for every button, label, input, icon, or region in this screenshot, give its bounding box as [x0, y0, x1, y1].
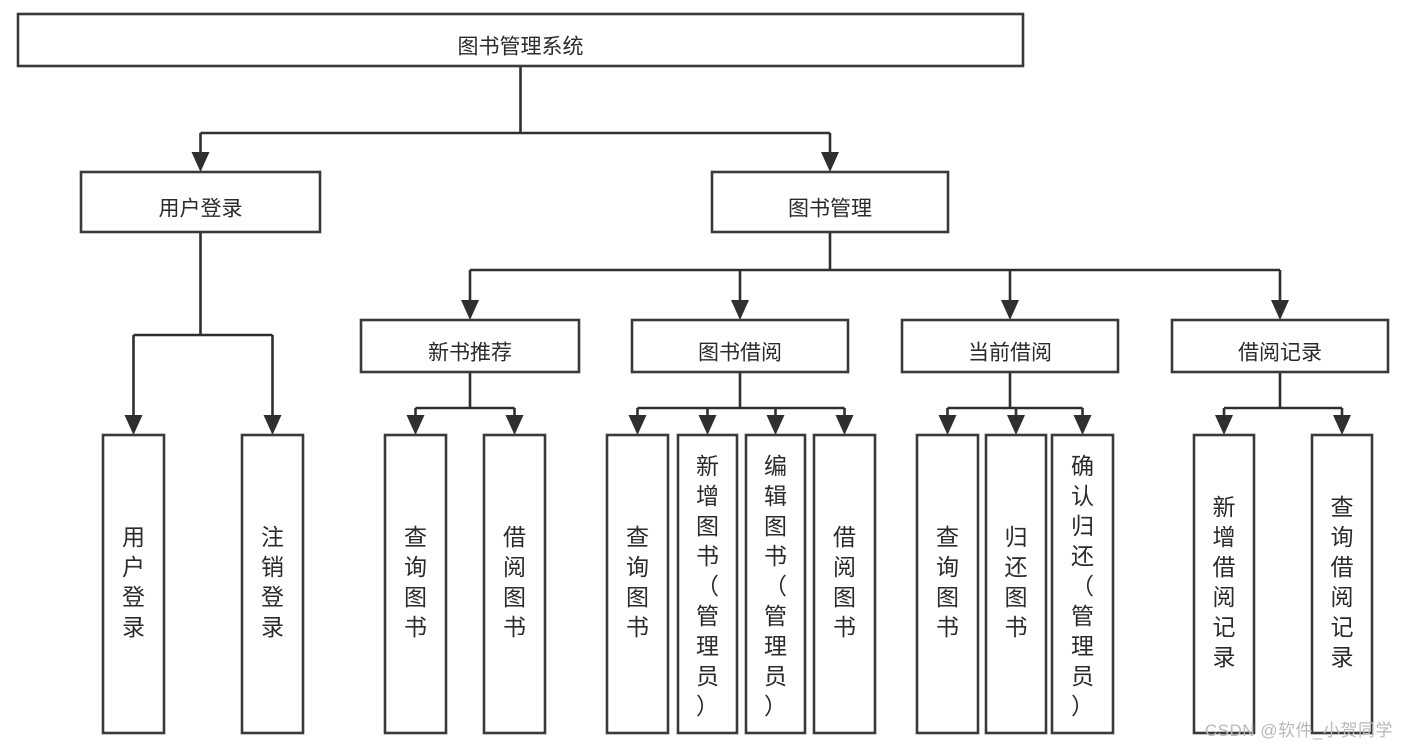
node-box-book-borrow[interactable]: [630, 318, 850, 374]
connector-group-bus-current-borrow: [938, 372, 1092, 435]
node-label-root: 图书管理系统: [458, 36, 584, 59]
node-leaf-edit-book[interactable]: 编辑图书（管理员）: [744, 433, 807, 735]
node-label-leaf-add-book: 新增图书（管理员）: [696, 453, 719, 719]
node-box-root[interactable]: [16, 12, 1025, 68]
node-leaf-borrow-book-1[interactable]: 借阅图书: [482, 433, 547, 735]
node-leaf-user-login[interactable]: 用户登录: [101, 433, 166, 735]
node-book-borrow[interactable]: 图书借阅: [630, 318, 850, 374]
node-leaf-borrow-book-2[interactable]: 借阅图书: [812, 433, 877, 735]
connector-group-bus-root: [191, 66, 839, 172]
node-leaf-confirm-return[interactable]: 确认归还（管理员）: [1050, 433, 1115, 735]
node-label-leaf-borrow-book-2: 借阅图书: [833, 524, 856, 640]
node-leaf-query-book-2[interactable]: 查询图书: [605, 433, 670, 735]
node-label-leaf-user-login: 用户登录: [122, 524, 145, 640]
node-new-book-rec[interactable]: 新书推荐: [359, 318, 581, 374]
node-label-leaf-query-book-2: 查询图书: [626, 524, 649, 640]
node-box-leaf-borrow-book-1[interactable]: [482, 433, 547, 735]
node-label-leaf-confirm-return: 确认归还（管理员）: [1071, 453, 1094, 719]
node-layer: 图书管理系统用户登录图书管理新书推荐图书借阅当前借阅借阅记录用户登录注销登录查询…: [16, 12, 1390, 735]
node-box-leaf-add-book[interactable]: [676, 433, 739, 735]
node-box-leaf-add-record[interactable]: [1192, 433, 1256, 735]
node-box-leaf-query-book-2[interactable]: [605, 433, 670, 735]
node-box-leaf-query-book-1[interactable]: [383, 433, 448, 735]
node-box-current-borrow[interactable]: [900, 318, 1120, 374]
node-label-book-borrow: 图书借阅: [698, 342, 782, 365]
node-label-leaf-add-record: 新增借阅记录: [1213, 494, 1236, 670]
node-box-leaf-user-login[interactable]: [101, 433, 166, 735]
node-label-leaf-borrow-book-1: 借阅图书: [503, 524, 526, 640]
node-box-leaf-query-record[interactable]: [1310, 433, 1374, 735]
node-box-leaf-query-book-3[interactable]: [915, 433, 980, 735]
node-label-borrow-record: 借阅记录: [1238, 342, 1322, 365]
node-label-leaf-query-record: 查询借阅记录: [1331, 494, 1354, 670]
node-leaf-query-book-3[interactable]: 查询图书: [915, 433, 980, 735]
node-label-leaf-query-book-3: 查询图书: [936, 524, 959, 640]
node-leaf-add-record[interactable]: 新增借阅记录: [1192, 433, 1256, 735]
connector-layer: [124, 66, 1351, 435]
node-root[interactable]: 图书管理系统: [16, 12, 1025, 68]
node-leaf-logout-login[interactable]: 注销登录: [240, 433, 305, 735]
node-box-new-book-rec[interactable]: [359, 318, 581, 374]
watermark-label: CSDN @软件_小贺同学: [1204, 721, 1393, 740]
node-leaf-query-record[interactable]: 查询借阅记录: [1310, 433, 1374, 735]
connector-group-bus-user-login: [124, 232, 282, 435]
node-user-login[interactable]: 用户登录: [79, 170, 322, 234]
node-label-current-borrow: 当前借阅: [968, 342, 1052, 365]
connector-group-bus-borrow-record: [1215, 372, 1351, 435]
node-label-leaf-edit-book: 编辑图书（管理员）: [764, 453, 787, 719]
node-box-user-login[interactable]: [79, 170, 322, 234]
node-label-user-login: 用户登录: [159, 198, 243, 221]
node-label-leaf-logout-login: 注销登录: [261, 524, 284, 640]
node-leaf-return-book[interactable]: 归还图书: [984, 433, 1048, 735]
connector-group-bus-new-book-rec: [406, 372, 524, 435]
node-label-leaf-query-book-1: 查询图书: [404, 524, 427, 640]
node-box-leaf-logout-login[interactable]: [240, 433, 305, 735]
node-label-leaf-return-book: 归还图书: [1005, 524, 1028, 640]
connector-group-bus-book-manage: [461, 232, 1289, 320]
node-box-leaf-confirm-return[interactable]: [1050, 433, 1115, 735]
node-box-leaf-return-book[interactable]: [984, 433, 1048, 735]
node-box-borrow-record[interactable]: [1170, 318, 1390, 374]
node-current-borrow[interactable]: 当前借阅: [900, 318, 1120, 374]
node-box-leaf-edit-book[interactable]: [744, 433, 807, 735]
node-box-leaf-borrow-book-2[interactable]: [812, 433, 877, 735]
node-leaf-add-book[interactable]: 新增图书（管理员）: [676, 433, 739, 735]
node-book-manage[interactable]: 图书管理: [710, 170, 950, 234]
node-leaf-query-book-1[interactable]: 查询图书: [383, 433, 448, 735]
node-box-book-manage[interactable]: [710, 170, 950, 234]
node-label-book-manage: 图书管理: [788, 198, 872, 221]
node-label-new-book-rec: 新书推荐: [428, 342, 512, 365]
connector-group-bus-book-borrow: [628, 372, 854, 435]
node-borrow-record[interactable]: 借阅记录: [1170, 318, 1390, 374]
